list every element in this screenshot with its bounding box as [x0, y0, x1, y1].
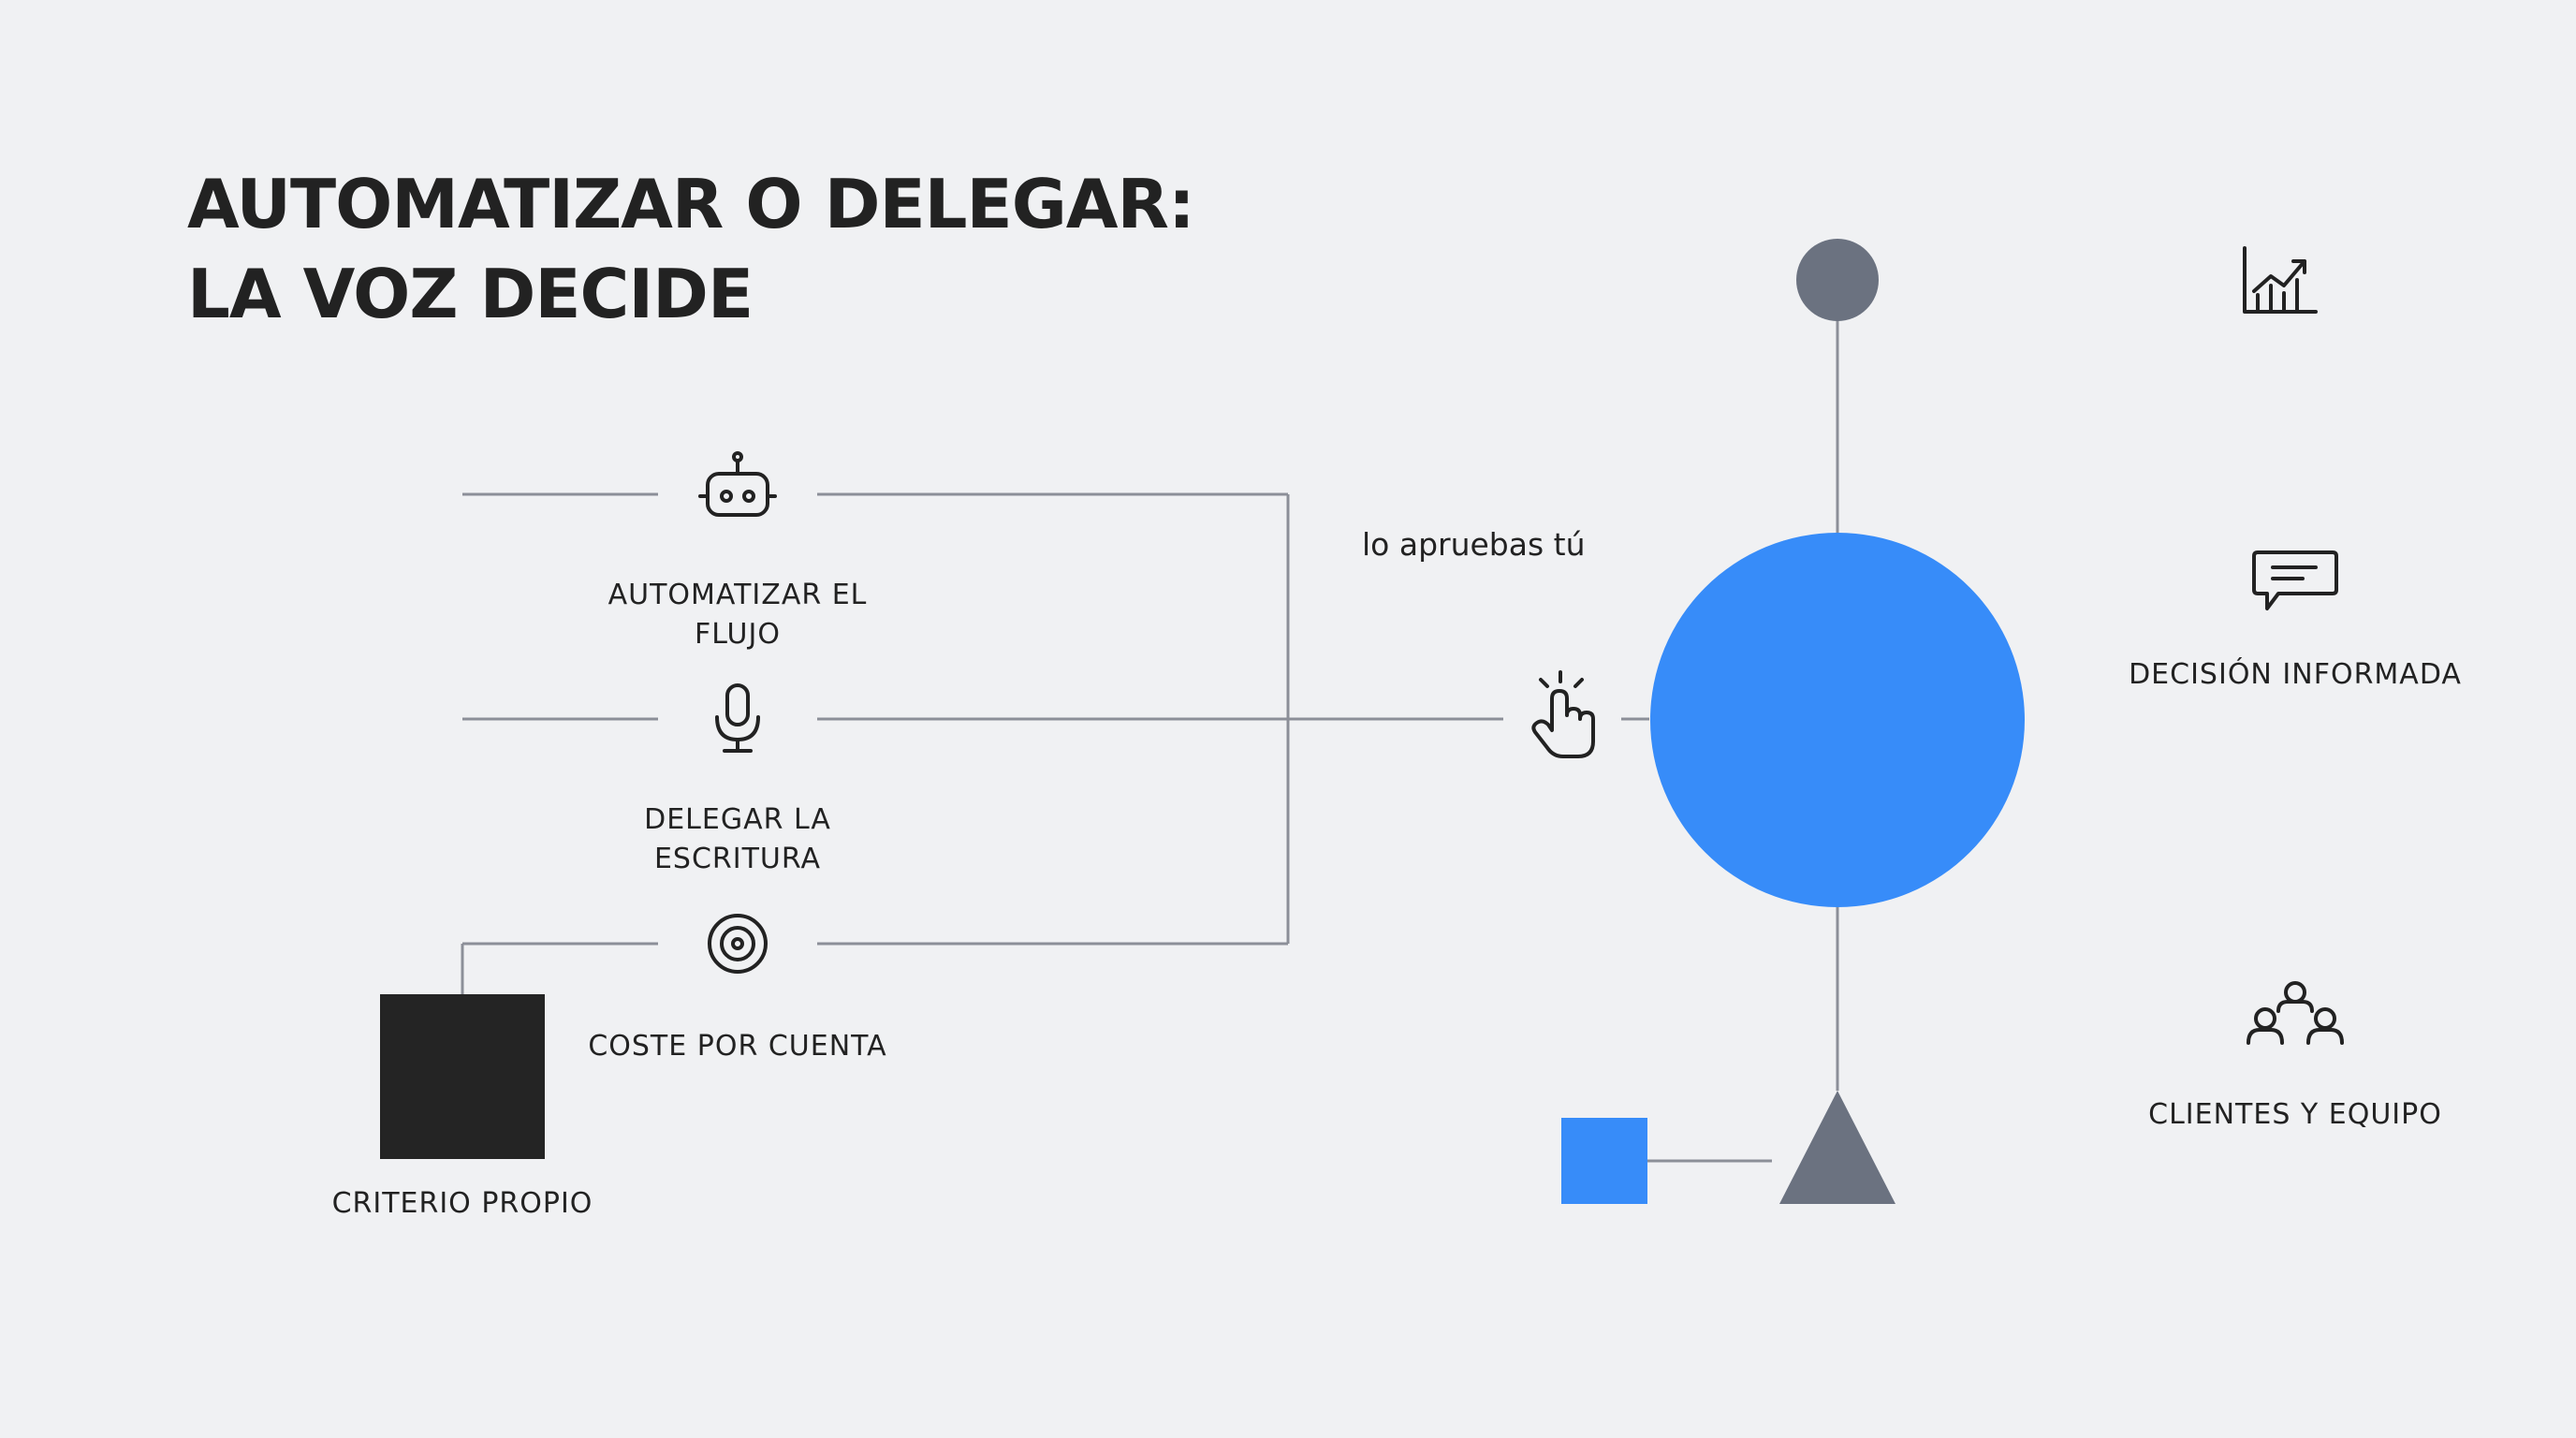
top-node-circle [1796, 239, 1879, 321]
option-automate-label-line-2: FLUJO [695, 618, 781, 651]
option-automate-label: AUTOMATIZAR EL FLUJO [550, 576, 925, 654]
criterion-square [380, 994, 545, 1159]
option-delegate-label-line-2: ESCRITURA [653, 843, 822, 875]
page-title: AUTOMATIZAR O DELEGAR: LA VOZ DECIDE [187, 159, 1195, 339]
criterion-label: CRITERIO PROPIO [331, 1187, 593, 1220]
approval-note: lo apruebas tú [1362, 526, 1586, 563]
chat-bubble-icon [2252, 550, 2338, 610]
option-delegate-label: DELEGAR LA ESCRITURA [550, 800, 925, 879]
page-title-line-2: LA VOZ DECIDE [187, 255, 754, 333]
option-automate-label-line-1: AUTOMATIZAR EL [607, 579, 868, 611]
page-title-line-1: AUTOMATIZAR O DELEGAR: [187, 165, 1195, 243]
target-icon [708, 914, 768, 974]
option-cost-label-line-1: COSTE POR CUENTA [588, 1030, 887, 1063]
central-decision-circle [1650, 533, 2025, 907]
team-icon [2247, 981, 2344, 1045]
growth-chart-icon [2243, 246, 2318, 314]
connector-lines [461, 318, 1839, 1163]
robot-icon [698, 451, 777, 517]
option-cost-label: COSTE POR CUENTA [522, 1027, 953, 1066]
bottom-triangle [1779, 1091, 1895, 1204]
blue-square [1561, 1118, 1647, 1204]
tap-hand-icon [1531, 670, 1595, 758]
option-delegate-label-line-1: DELEGAR LA [644, 803, 831, 836]
outcome-informed-decision-label: DECISIÓN INFORMADA [2129, 658, 2462, 691]
microphone-icon [715, 683, 760, 753]
outcome-clients-team-label: CLIENTES Y EQUIPO [2148, 1098, 2442, 1131]
